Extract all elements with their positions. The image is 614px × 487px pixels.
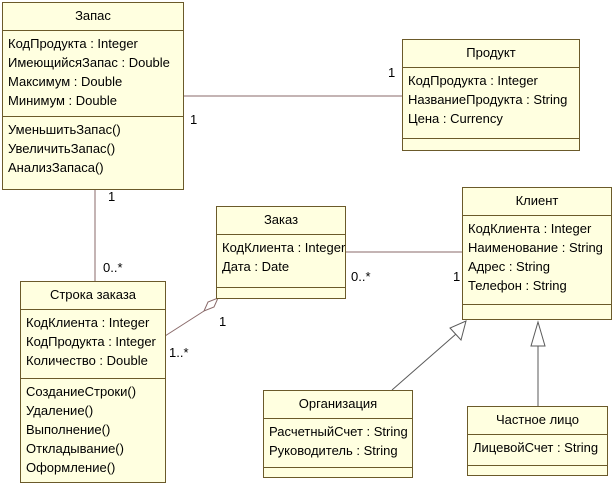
generalization-arrow-organizaciya [449, 320, 467, 342]
multiplicity-label: 1 [453, 269, 461, 284]
multiplicity-label: 0..* [351, 269, 371, 284]
generalization-organizaciya [391, 333, 457, 391]
class-name: Заказ [217, 207, 345, 235]
attribute: Наименование : String [468, 240, 603, 255]
generalization-arrow-chastnoe [530, 320, 546, 347]
operation: Оформление() [26, 460, 116, 475]
class-name: Продукт [403, 40, 579, 68]
attribute: Руководитель : String [269, 443, 398, 458]
attribute: Максимум : Double [8, 74, 123, 89]
class-organizaciya[interactable]: Организация РасчетныйСчет : String Руков… [263, 390, 413, 478]
attributes-section: РасчетныйСчет : String Руководитель : St… [264, 419, 412, 468]
attribute: Минимум : Double [8, 93, 117, 108]
class-name: Строка заказа [21, 282, 165, 310]
class-produkt[interactable]: Продукт КодПродукта : Integer НазваниеПр… [402, 39, 580, 151]
operation: УвеличитьЗапас() [8, 141, 116, 156]
operation: Удаление() [26, 403, 94, 418]
operation: Выполнение() [26, 422, 111, 437]
class-chastnoe-lico[interactable]: Частное лицо ЛицевойСчет : String [467, 406, 608, 476]
multiplicity-label: 1 [219, 314, 227, 329]
operation: СозданиеСтроки() [26, 384, 137, 399]
attribute: Количество : Double [26, 353, 148, 368]
operations-section: УменьшитьЗапас() УвеличитьЗапас() Анализ… [3, 117, 183, 180]
aggregation-zakaz-stroka [164, 310, 205, 337]
operation: Откладывание() [26, 441, 124, 456]
class-klient[interactable]: Клиент КодКлиента : Integer Наименование… [462, 187, 612, 320]
attribute: Адрес : String [468, 259, 551, 274]
attributes-section: ЛицевойСчет : String [468, 435, 607, 466]
attribute: НазваниеПродукта : String [408, 92, 568, 107]
attributes-section: КодПродукта : Integer НазваниеПродукта :… [403, 68, 579, 139]
attribute: КодПродукта : Integer [8, 36, 138, 51]
operation: УменьшитьЗапас() [8, 122, 121, 137]
operation: АнализЗапаса() [8, 160, 104, 175]
attribute: РасчетныйСчет : String [269, 424, 408, 439]
class-zakaz[interactable]: Заказ КодКлиента : Integer Дата : Date [216, 206, 346, 299]
multiplicity-label: 0..* [103, 260, 123, 275]
attribute: ИмеющийсяЗапас : Double [8, 55, 170, 70]
operations-section: СозданиеСтроки() Удаление() Выполнение()… [21, 379, 165, 480]
class-name: Клиент [463, 188, 611, 216]
class-name: Частное лицо [468, 407, 607, 435]
multiplicity-label: 1 [388, 65, 396, 80]
attribute: Дата : Date [222, 259, 290, 274]
attribute: КодПродукта : Integer [26, 334, 156, 349]
attribute: КодКлиента : Integer [26, 315, 150, 330]
multiplicity-label: 1..* [169, 345, 189, 360]
attribute: КодПродукта : Integer [408, 73, 538, 88]
class-name: Организация [264, 391, 412, 419]
class-name: Запас [3, 3, 183, 31]
attribute: КодКлиента : Integer [468, 221, 592, 236]
operations-section [463, 305, 611, 311]
attribute: Телефон : String [468, 278, 567, 293]
operations-section [264, 468, 412, 474]
attribute: Цена : Currency [408, 111, 503, 126]
multiplicity-label: 1 [190, 112, 198, 127]
class-stroka-zakaza[interactable]: Строка заказа КодКлиента : Integer КодПр… [20, 281, 166, 483]
aggregation-diamond [203, 297, 219, 312]
attributes-section: КодКлиента : Integer Дата : Date [217, 235, 345, 288]
attributes-section: КодКлиента : Integer Наименование : Stri… [463, 216, 611, 305]
attribute: ЛицевойСчет : String [473, 440, 599, 455]
attribute: КодКлиента : Integer [222, 240, 346, 255]
multiplicity-label: 1 [108, 189, 116, 204]
attributes-section: КодПродукта : Integer ИмеющийсяЗапас : D… [3, 31, 183, 117]
operations-section [217, 288, 345, 294]
operations-section [403, 139, 579, 145]
class-zapas[interactable]: Запас КодПродукта : Integer ИмеющийсяЗап… [2, 2, 184, 190]
attributes-section: КодКлиента : Integer КодПродукта : Integ… [21, 310, 165, 379]
operations-section [468, 466, 607, 472]
